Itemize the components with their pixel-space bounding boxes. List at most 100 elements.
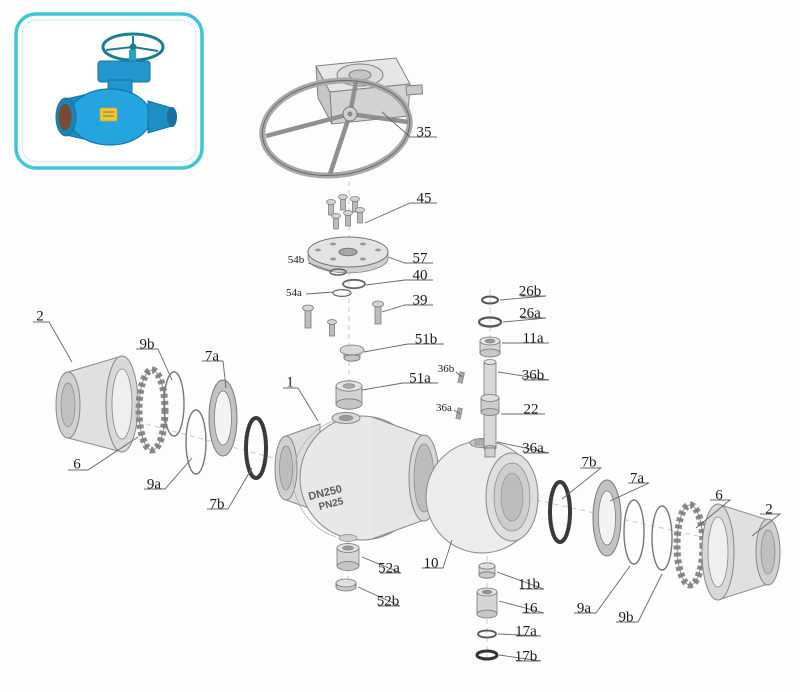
svg-text:22: 22 [524,401,539,417]
svg-text:36a: 36a [436,402,452,414]
svg-text:7a: 7a [630,470,645,486]
oring-9b-left [163,371,185,437]
part-label-36b-small: 36b [438,363,463,378]
part-label-54b: 54b [288,254,332,272]
svg-text:6: 6 [73,456,81,472]
part-label-35: 35 [381,111,437,140]
part-label-45: 45 [364,190,437,224]
mounting-flange [307,236,389,274]
part-label-39: 39 [381,292,433,313]
bushing-11b [478,562,496,579]
svg-text:52a: 52a [378,560,400,576]
oring-26a [477,316,503,328]
ring-40 [342,278,366,290]
svg-text:40: 40 [413,267,428,283]
svg-text:26b: 26b [519,283,542,299]
part-label-2-right: 2 [751,501,782,537]
oring-17a [477,629,497,639]
part-label-11a: 11a [502,330,549,346]
bushing-11a [479,336,501,358]
bolt-set-39 [302,300,384,337]
part-label-9a-left: 9a [144,457,193,492]
svg-text:2: 2 [765,501,773,517]
svg-text:1: 1 [286,374,294,390]
oring-9b-right [651,505,673,571]
part-label-52a: 52a [361,556,402,576]
ball [425,438,539,554]
part-label-36a-right: 36a [496,440,550,456]
part-label-2-left: 2 [33,308,73,363]
washer-54b [329,268,347,276]
inset-handwheel [101,32,165,63]
spring-ring-6-right [673,501,707,589]
packing-51a [335,380,363,410]
svg-text:11a: 11a [522,330,543,346]
spring-ring-6-left [135,366,169,454]
part-label-11b: 11b [496,571,545,592]
svg-text:51a: 51a [409,370,431,386]
part-label-7a-right: 7a [609,470,650,502]
seal-7b-left [244,416,268,480]
svg-text:57: 57 [413,250,429,266]
svg-text:9a: 9a [577,600,592,616]
svg-text:9b: 9b [619,609,634,625]
svg-text:7b: 7b [582,454,597,470]
svg-text:7b: 7b [210,496,225,512]
part-label-51a: 51a [361,370,438,391]
svg-text:52b: 52b [377,593,400,609]
left-end-cap [55,355,139,453]
part-label-9b-right: 9b [616,573,663,625]
svg-text:17a: 17a [515,623,537,639]
svg-text:54a: 54a [286,287,302,299]
part-label-40: 40 [365,267,433,286]
svg-text:45: 45 [417,190,432,206]
part-label-36b-right: 36b [497,367,550,383]
svg-text:10: 10 [424,555,439,571]
washer-54a [332,289,352,298]
seat-ring-7a-right [592,479,622,557]
part-label-16: 16 [498,600,545,616]
svg-text:26a: 26a [519,305,541,321]
svg-text:9b: 9b [140,336,155,352]
right-end-cap [701,503,781,601]
gland-51b [339,344,365,362]
svg-text:36b: 36b [438,363,455,375]
pin-36b [457,371,465,384]
svg-text:36b: 36b [522,367,545,383]
part-label-22: 22 [501,401,545,417]
svg-text:9a: 9a [147,476,162,492]
part-label-7b-right: 7b [561,454,603,500]
seal-7b-right [548,480,572,544]
handwheel [259,77,413,179]
svg-text:2: 2 [36,308,44,324]
part-label-6-right: 6 [695,487,732,529]
svg-text:39: 39 [413,292,428,308]
svg-text:7a: 7a [205,348,220,364]
part-label-6-left: 6 [68,436,139,472]
seat-ring-7a-left [208,379,238,457]
part-label-51b: 51b [363,331,444,353]
oring-9a-right [623,499,645,565]
stem-22 [480,359,500,458]
part-label-7b-left: 7b [207,467,253,512]
trunnion-16 [476,587,498,619]
part-label-36a-small: 36a [436,402,461,415]
assembled-valve-inset [14,12,204,170]
svg-text:54b: 54b [288,254,305,266]
drain-cap-52b [335,578,357,592]
part-label-9b-left: 9b [136,336,173,381]
oring-17b [475,649,499,661]
part-label-26a: 26a [502,305,547,323]
oring-9a-left [185,409,207,475]
svg-text:35: 35 [417,124,432,140]
part-label-10: 10 [422,539,453,571]
part-label-9a-right: 9a [574,565,631,616]
part-label-57: 57 [387,250,433,266]
part-label-17b: 17b [498,648,542,664]
part-label-52b: 52b [357,586,401,609]
svg-text:36a: 36a [522,440,544,456]
svg-text:51b: 51b [415,331,438,347]
